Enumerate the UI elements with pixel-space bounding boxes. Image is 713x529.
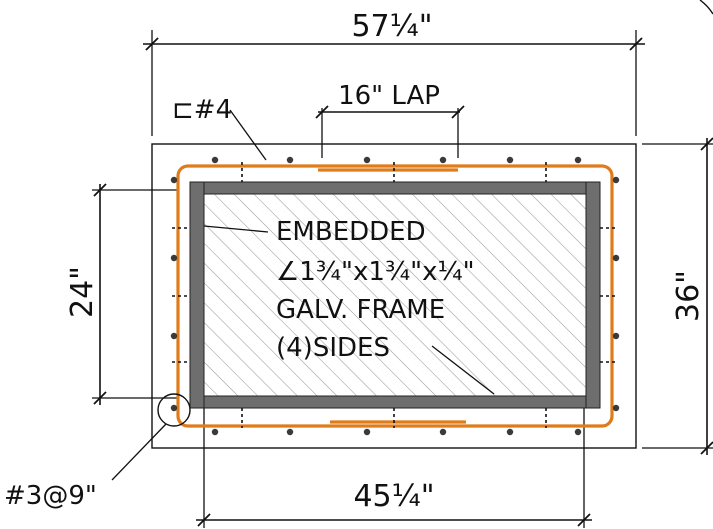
anchor-ticks — [172, 162, 618, 428]
note-line-4: (4)SIDES — [276, 333, 390, 363]
rebar-callout: ⊏#4 — [172, 95, 267, 161]
top-dimension: 57¼" — [143, 9, 645, 136]
bottom-dimension: 45¼" — [196, 404, 592, 528]
frame-note: EMBEDDED ∠1¾"x1¾"x¼" GALV. FRAME (4)SIDE… — [203, 217, 495, 395]
right-dimension: 36" — [642, 137, 713, 455]
lap-dimension: 16" LAP — [315, 81, 465, 158]
ties-label: #3@9" — [4, 481, 97, 511]
lap-label: 16" LAP — [338, 81, 440, 111]
hatched-opening — [204, 194, 586, 396]
rebar-label: ⊏#4 — [172, 95, 232, 125]
note-line-2: ∠1¾"x1¾"x¼" — [276, 257, 475, 287]
ties-callout: #3@9" — [4, 393, 191, 511]
overall-width-label: 57¼" — [351, 9, 432, 44]
edge-arc — [699, 0, 713, 15]
rebar-dots — [170, 156, 620, 436]
note-line-3: GALV. FRAME — [276, 295, 445, 325]
opening-height-label: 24" — [65, 266, 100, 318]
galvanized-frame — [189, 181, 601, 409]
note-line-1: EMBEDDED — [276, 217, 426, 247]
overall-height-label: 36" — [671, 270, 706, 322]
left-dimension: 24" — [65, 183, 178, 405]
opening-width-label: 45¼" — [353, 479, 434, 514]
slab-outline — [151, 143, 637, 449]
